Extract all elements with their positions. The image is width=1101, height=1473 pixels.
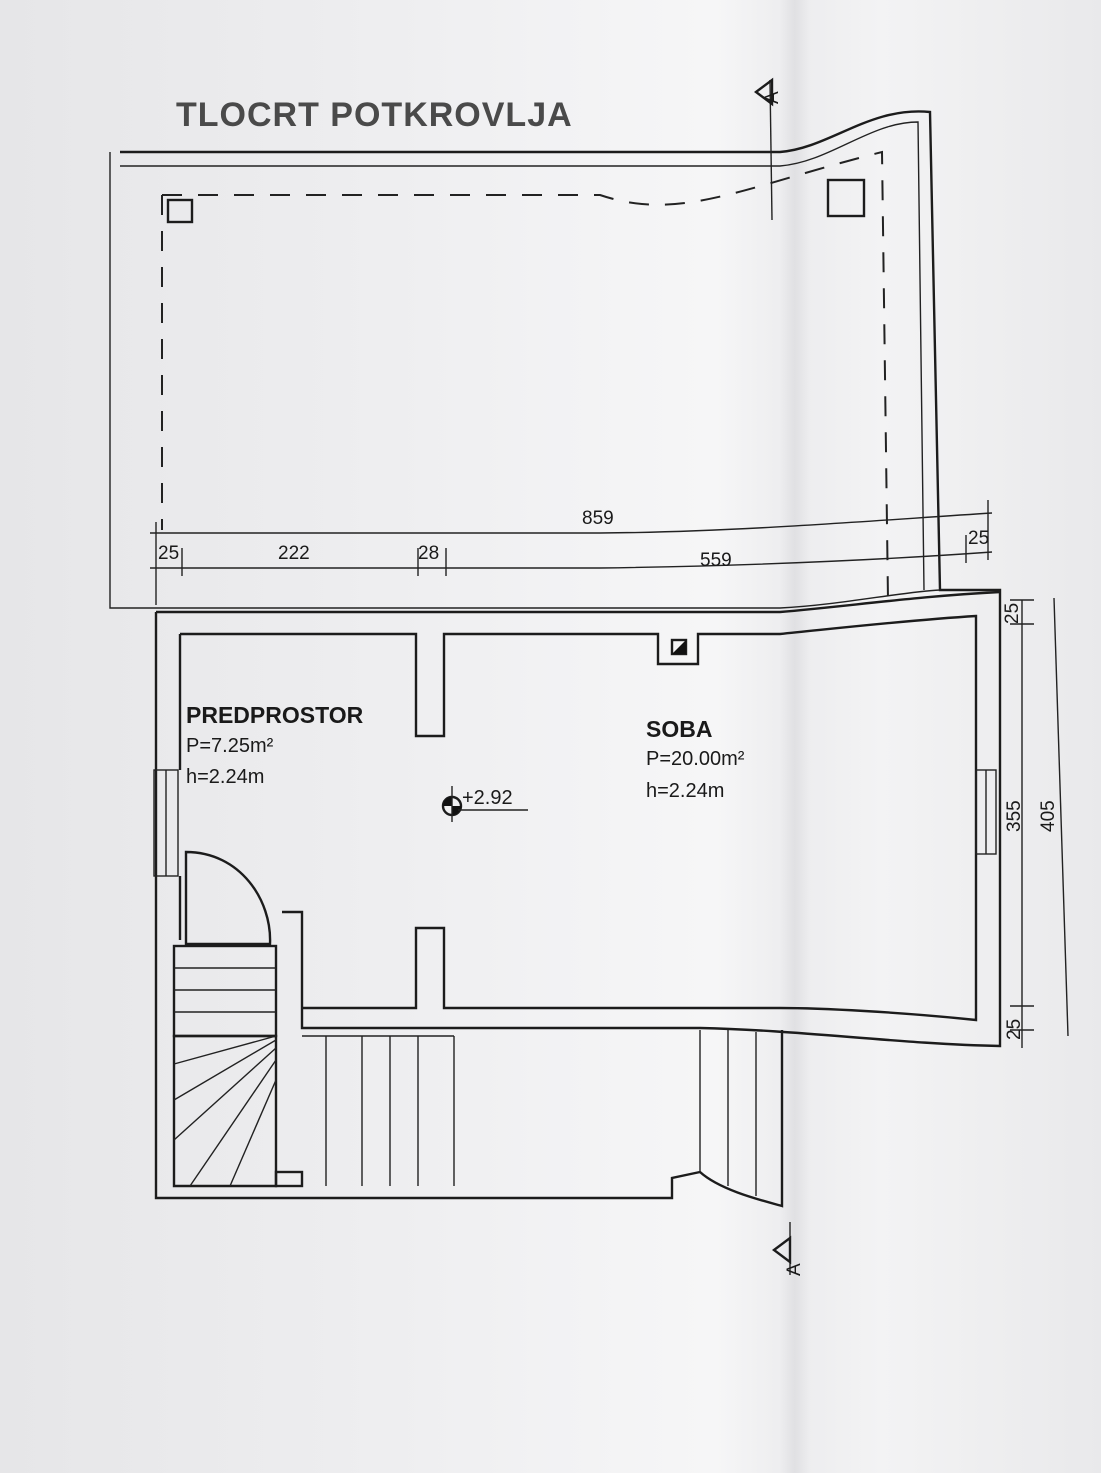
- inner-wall: [180, 614, 978, 1022]
- wind-1: [173, 1039, 277, 1101]
- section-label-bottom: A: [784, 1263, 805, 1276]
- wind-4: [229, 1079, 277, 1187]
- wind-2: [173, 1047, 277, 1141]
- wind-3: [189, 1059, 277, 1187]
- drawing-title: TLOCRT POTKROVLJA: [176, 96, 573, 134]
- room-height-soba: h=2.24m: [646, 780, 725, 802]
- section-label-top: A: [762, 91, 783, 104]
- outer-wall-top: [156, 590, 1001, 614]
- dimension-bottom-wall: 25: [1004, 1018, 1025, 1040]
- roof-outline-outer: [120, 110, 1002, 1048]
- room-name-predprostor: PREDPROSTOR: [186, 702, 364, 728]
- chimney-left: [166, 198, 194, 224]
- dimension-inner-height: 355: [1004, 800, 1025, 832]
- dimension-right-wall: 25: [968, 528, 990, 549]
- roof-outline-inner: [109, 152, 941, 609]
- dimension-left-wall: 25: [158, 543, 180, 564]
- chimney-right: [826, 178, 866, 218]
- wind-5: [173, 1035, 277, 1065]
- dimension-partition: 28: [418, 543, 440, 564]
- dimension-span-1: 222: [278, 543, 310, 564]
- dimension-overall-height: 405: [1038, 800, 1059, 832]
- roof-outline-inner-2: [120, 121, 925, 591]
- winding-stair: [172, 1034, 278, 1188]
- level-mark-fill: [443, 797, 461, 815]
- room-area-soba: P=20.00m²: [646, 748, 745, 770]
- outer-wall: [154, 612, 784, 1208]
- dimension-top-wall: 25: [1002, 602, 1023, 624]
- section-arrow-top: [754, 77, 774, 107]
- chimney-soba-fill: [672, 640, 686, 654]
- stair-landing: [274, 1170, 304, 1188]
- dimension-span-2: 559: [700, 550, 732, 571]
- section-arrow-bottom: [772, 1235, 792, 1265]
- room-height-predprostor: h=2.24m: [186, 766, 265, 788]
- room-area-predprostor: P=7.25m²: [186, 735, 274, 757]
- level-mark-value: +2.92: [462, 787, 513, 809]
- dimension-line-859: [150, 512, 993, 534]
- dimension-overall-width: 859: [582, 508, 614, 529]
- vdim-line-405: [1053, 597, 1069, 1037]
- stair-box: [172, 944, 278, 1038]
- dimension-line-lower: [150, 551, 993, 569]
- room-name-soba: SOBA: [646, 716, 713, 742]
- door-swing: [184, 850, 272, 946]
- roof-dashed-line: [162, 150, 889, 601]
